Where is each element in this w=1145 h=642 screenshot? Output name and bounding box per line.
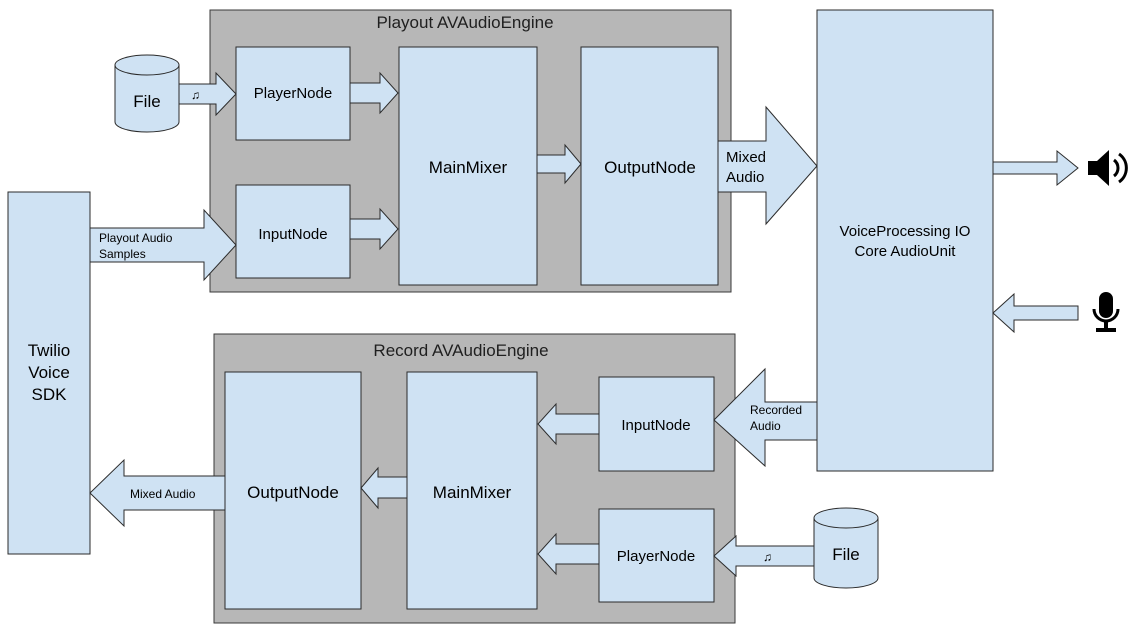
record-engine-title: Record AVAudioEngine [373, 341, 548, 360]
arrow-file-to-record-player [713, 534, 815, 578]
playout-file [114, 54, 180, 133]
twilio-voice-sdk [7, 191, 91, 555]
record-player-node [598, 508, 715, 603]
mixed-audio-label-line1: Mixed [726, 149, 766, 166]
record-output-node-label: OutputNode [247, 483, 339, 502]
playout-player-node-label: PlayerNode [254, 85, 332, 102]
database-cylinder-icon [813, 518, 879, 589]
sdk-label-line1: Twilio [28, 341, 71, 360]
record-player-node-label: PlayerNode [617, 548, 695, 565]
recorded-audio-label-line2: Audio [750, 419, 781, 433]
sdk-label-line3: SDK [32, 385, 68, 404]
recorded-audio-label-line1: Recorded [750, 403, 802, 417]
arrow-output-to-vpio [717, 105, 818, 226]
speaker-icon [1088, 150, 1128, 186]
database-cylinder-top [813, 507, 879, 529]
record-file [813, 507, 879, 589]
record-input-node [598, 376, 715, 472]
arrow-mixer-to-output [536, 143, 582, 185]
playout-output-node-label: OutputNode [604, 158, 696, 177]
arrow-file-to-player [178, 71, 237, 117]
arrow-mic-to-vpio [992, 292, 1079, 334]
mixed-audio-sdk-label: Mixed Audio [130, 487, 196, 501]
sdk-label-line2: Voice [28, 363, 70, 382]
playout-samples-label-line1: Playout Audio [99, 231, 173, 245]
arrow-input-to-mixer [349, 207, 399, 251]
record-file-label: File [832, 545, 859, 564]
mixed-audio-label-line2: Audio [726, 169, 764, 186]
music-note-icon: ♫ [191, 88, 200, 102]
record-main-mixer [406, 371, 538, 610]
playout-player-node [235, 46, 351, 141]
arrow-vpio-to-speaker [992, 149, 1079, 187]
database-cylinder-top [114, 54, 180, 76]
arrow-player-to-record-mixer [537, 532, 600, 576]
record-output-node [224, 371, 362, 610]
record-input-node-label: InputNode [621, 417, 690, 434]
playout-file-label: File [133, 92, 160, 111]
voice-processing-io-unit [816, 9, 994, 472]
arrow-input-to-record-mixer [537, 402, 600, 446]
music-note-icon: ♫ [763, 550, 772, 564]
arrow-sdk-to-input [89, 208, 237, 282]
microphone-icon [1092, 292, 1120, 332]
arrow-vpio-to-record-input [713, 367, 818, 468]
playout-samples-label-line2: Samples [99, 247, 146, 261]
playout-main-mixer [398, 46, 538, 286]
arrow-mixer-to-record-output [360, 466, 408, 510]
playout-output-node [580, 46, 719, 286]
arrow-record-output-to-sdk [89, 458, 226, 528]
arrow-player-to-mixer [349, 71, 399, 115]
playout-input-node [235, 184, 351, 279]
record-main-mixer-label: MainMixer [433, 483, 512, 502]
vpio-label-line2: Core AudioUnit [855, 243, 957, 260]
playout-input-node-label: InputNode [258, 226, 327, 243]
playout-main-mixer-label: MainMixer [429, 158, 508, 177]
database-cylinder-icon [114, 65, 180, 133]
playout-engine-title: Playout AVAudioEngine [376, 13, 553, 32]
vpio-label-line1: VoiceProcessing IO [840, 223, 971, 240]
